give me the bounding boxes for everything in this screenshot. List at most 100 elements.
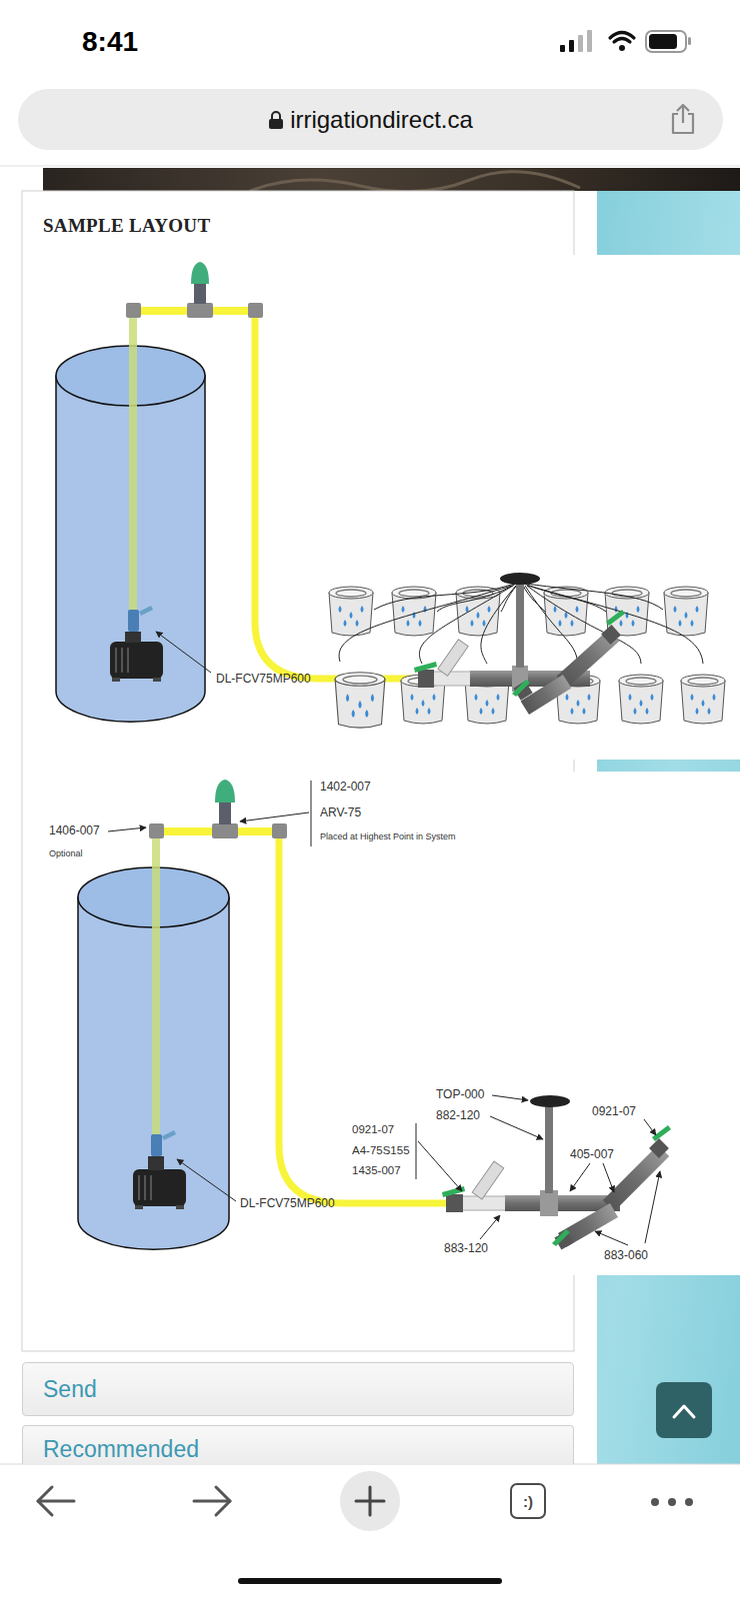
- manifold: [442, 1187, 465, 1198]
- leader-line: [570, 1164, 590, 1192]
- lock-icon: [272, 112, 280, 119]
- buckets: [664, 587, 708, 636]
- fittings: [126, 262, 263, 318]
- leader-line: [480, 1216, 500, 1240]
- pump: [139, 606, 153, 616]
- callout-number: A4-75S155: [352, 1145, 410, 1159]
- header-image: [43, 168, 740, 191]
- pump: [121, 648, 123, 673]
- drip-tubes: [528, 586, 703, 664]
- status-icons: [688, 37, 691, 45]
- callout-number: 1406-007: [49, 824, 100, 838]
- fittings: [149, 780, 287, 839]
- diagram-image: [240, 772, 740, 1276]
- toolbar-icons: [38, 1501, 74, 1504]
- manifold: [432, 672, 472, 686]
- section-heading: SAMPLE LAYOUT: [43, 215, 210, 238]
- scroll-top-button: [656, 1383, 712, 1439]
- buckets: [335, 673, 385, 728]
- pump: [112, 678, 120, 682]
- callout-number: DL-FCV75MP600: [240, 1197, 335, 1211]
- fittings: [194, 282, 206, 304]
- fittings: [215, 780, 235, 803]
- pump: [150, 1176, 152, 1201]
- status-time: 8:41: [82, 25, 138, 59]
- new-tab-button: [340, 1472, 400, 1532]
- new-tab-button: [356, 1488, 384, 1516]
- share-icon: [673, 105, 693, 133]
- manifold: [500, 573, 540, 585]
- supply-hose: [133, 311, 420, 679]
- manifold: [530, 1096, 570, 1108]
- toolbar-icons: [194, 1501, 230, 1504]
- buckets: [392, 587, 436, 636]
- callout-number: DL-FCV75MP600: [216, 672, 311, 686]
- manifold: [512, 680, 530, 697]
- toolbar-icons: [38, 1488, 52, 1516]
- note-text: Placed at Highest Point in System: [320, 832, 456, 843]
- manifold: [418, 670, 434, 688]
- leader-line: [108, 828, 146, 832]
- fittings: [149, 824, 164, 839]
- pump: [151, 1135, 162, 1157]
- pump: [153, 678, 161, 682]
- callout-number: TOP-000: [436, 1088, 484, 1102]
- manifold: [414, 573, 625, 715]
- pump: [133, 1131, 186, 1210]
- callout-number: 882-120: [436, 1109, 480, 1123]
- status-icons: [646, 31, 686, 52]
- leader-line: [156, 632, 211, 673]
- callout-number: 883-120: [444, 1242, 488, 1256]
- buckets: [619, 675, 663, 724]
- share-icon: [670, 103, 696, 135]
- leader-line: [603, 1164, 614, 1193]
- leader-line: [644, 1120, 656, 1136]
- button-label: Recommended: [43, 1437, 199, 1463]
- fittings: [191, 262, 209, 284]
- pump: [135, 1206, 143, 1210]
- supply-hose: [279, 832, 448, 1204]
- leader-line: [595, 1232, 628, 1246]
- scroll-top-button: [674, 1407, 694, 1418]
- riser-pipe: [129, 311, 137, 614]
- leader-line: [418, 1142, 462, 1192]
- pump: [162, 1131, 176, 1141]
- accordion-button: Recommended: [22, 1426, 574, 1465]
- pump: [125, 632, 141, 643]
- fittings: [126, 303, 141, 318]
- leader-line: [177, 1160, 236, 1202]
- leader-line: [240, 813, 309, 822]
- status-icons: [614, 39, 630, 43]
- separator: [0, 166, 740, 167]
- new-tab-button: [356, 1501, 384, 1504]
- callout-number: 405-007: [570, 1148, 614, 1162]
- scroll-top-button: [656, 1383, 712, 1439]
- pump: [133, 1170, 186, 1207]
- manifold: [462, 1197, 506, 1211]
- buckets: [681, 675, 725, 724]
- pump: [110, 606, 163, 682]
- manifold: [649, 1139, 669, 1159]
- callout-number: 1435-007: [352, 1165, 401, 1179]
- pump: [110, 642, 163, 679]
- fittings: [212, 824, 238, 839]
- drip-tubes: [481, 586, 516, 664]
- diagram-image: [240, 255, 740, 760]
- leader-line: [416, 1124, 417, 1180]
- note-text: Optional: [49, 849, 83, 860]
- status-icons: [560, 45, 565, 52]
- leader-line: [490, 1117, 543, 1140]
- fittings: [248, 303, 263, 318]
- manifold: [516, 580, 524, 668]
- drip-tubes: [419, 586, 513, 664]
- leader-line: [311, 781, 312, 847]
- url-bar: irrigationdirect.ca: [18, 89, 723, 150]
- toolbar-icons: [216, 1488, 230, 1516]
- manifold: [540, 1191, 558, 1217]
- toolbar-icons: [38, 1488, 230, 1516]
- manifold: [601, 625, 621, 645]
- pump: [138, 1176, 140, 1201]
- pump: [127, 648, 129, 673]
